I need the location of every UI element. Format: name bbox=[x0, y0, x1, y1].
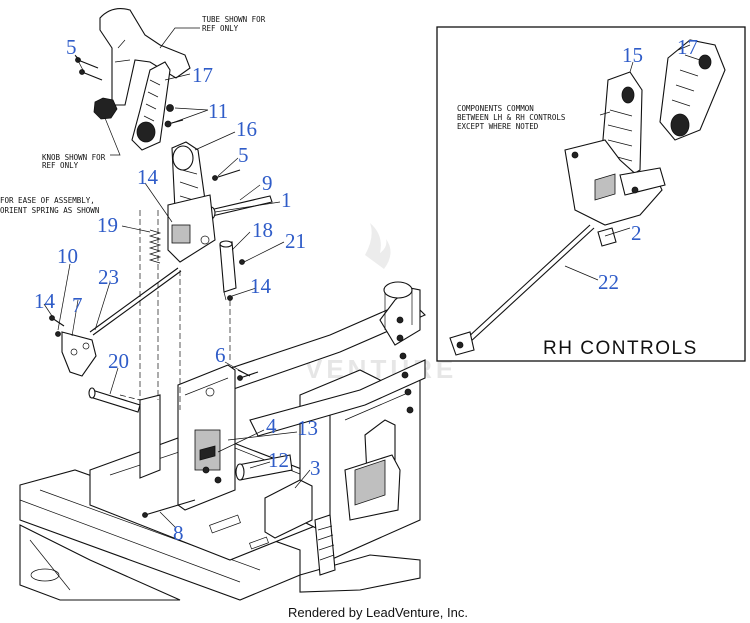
note-common-line1: COMPONENTS COMMON bbox=[457, 104, 534, 113]
callout-numbers: 5 17 11 16 5 9 14 1 19 18 21 10 23 14 14… bbox=[34, 35, 698, 545]
callout-21-screw: 21 bbox=[285, 229, 306, 253]
callout-20-bolt: 20 bbox=[108, 349, 129, 373]
callout-22-rod-rh: 22 bbox=[598, 270, 619, 294]
callout-14-lower: 14 bbox=[34, 289, 56, 313]
callout-14-upper: 14 bbox=[137, 165, 159, 189]
callout-3-bracket: 3 bbox=[310, 456, 321, 480]
alignment-lines bbox=[119, 210, 231, 410]
lh-control-assembly bbox=[49, 8, 273, 413]
note-common: COMPONENTS COMMON BETWEEN LH & RH CONTRO… bbox=[457, 104, 611, 131]
callout-17-handle: 17 bbox=[192, 63, 213, 87]
callout-2-damper-rh: 2 bbox=[631, 221, 642, 245]
callout-13: 13 bbox=[297, 416, 318, 440]
callout-5-screws: 5 bbox=[66, 35, 77, 59]
callout-16-lever: 16 bbox=[236, 117, 257, 141]
fasteners-lower bbox=[142, 371, 259, 518]
watermark: VENTURE bbox=[305, 223, 457, 384]
callout-4: 4 bbox=[266, 414, 277, 438]
control-bracket bbox=[139, 364, 401, 576]
callout-23-rod: 23 bbox=[98, 265, 119, 289]
note-tube-line1: TUBE SHOWN FOR bbox=[202, 15, 266, 24]
rh-controls-inset bbox=[436, 26, 746, 362]
note-knob-line2: REF ONLY bbox=[42, 161, 79, 170]
watermark-text: VENTURE bbox=[305, 354, 457, 384]
note-tube-line2: REF ONLY bbox=[202, 24, 239, 33]
note-tube: TUBE SHOWN FOR REF ONLY bbox=[159, 15, 266, 49]
inset-title: RH CONTROLS bbox=[543, 338, 698, 359]
leader-lines bbox=[43, 44, 691, 529]
callout-19-spring: 19 bbox=[97, 213, 118, 237]
note-common-line3: EXCEPT WHERE NOTED bbox=[457, 122, 539, 131]
callout-11-nuts: 11 bbox=[208, 99, 228, 123]
callout-18-damper: 18 bbox=[252, 218, 273, 242]
callout-15-lever-rh: 15 bbox=[622, 43, 643, 67]
callout-10: 10 bbox=[57, 244, 78, 268]
callout-17-handle-rh: 17 bbox=[677, 35, 698, 59]
note-knob-line1: KNOB SHOWN FOR bbox=[42, 153, 106, 162]
note-spring-line2: ORIENT SPRING AS SHOWN bbox=[0, 206, 99, 215]
callout-1-bracket: 1 bbox=[281, 188, 292, 212]
callout-7-bracket: 7 bbox=[72, 293, 83, 317]
callout-14-damper-screw: 14 bbox=[250, 274, 272, 298]
callout-5-pin: 5 bbox=[238, 143, 249, 167]
callout-12-shaft: 12 bbox=[268, 448, 289, 472]
callout-8-bolt: 8 bbox=[173, 521, 184, 545]
footer-credit: Rendered by LeadVenture, Inc. bbox=[288, 605, 468, 620]
callout-9-bolt: 9 bbox=[262, 171, 273, 195]
callout-6-pin: 6 bbox=[215, 343, 226, 367]
note-spring: FOR EASE OF ASSEMBLY, ORIENT SPRING AS S… bbox=[0, 196, 99, 215]
note-spring-line1: FOR EASE OF ASSEMBLY, bbox=[0, 196, 95, 205]
note-common-line2: BETWEEN LH & RH CONTROLS bbox=[457, 113, 566, 122]
note-knob: KNOB SHOWN FOR REF ONLY bbox=[42, 117, 121, 170]
